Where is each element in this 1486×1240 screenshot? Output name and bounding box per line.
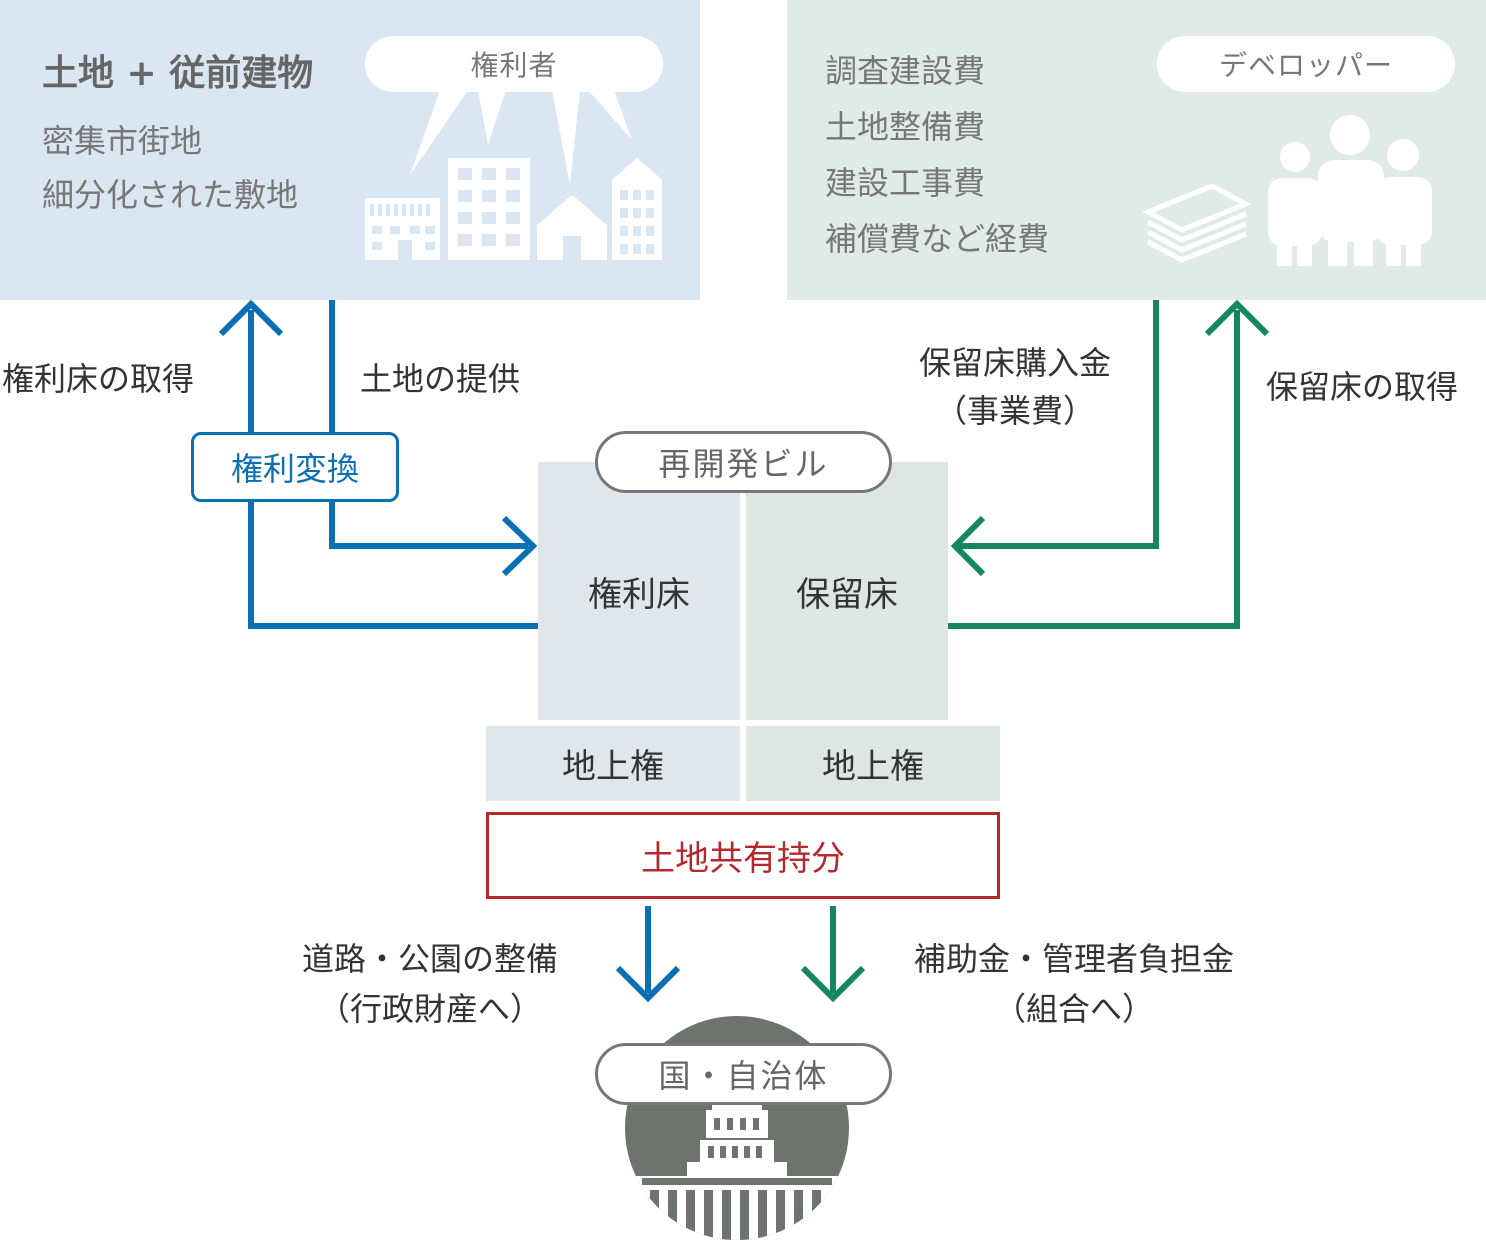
redevelopment-building-badge: 再開発ビル bbox=[595, 431, 892, 493]
surface-rights-right-block: 地上権 bbox=[746, 726, 1000, 801]
rights-holder-badge: 権利者 bbox=[365, 36, 663, 92]
subsidy-label: 補助金・管理者負担金 bbox=[913, 940, 1234, 978]
reserved-floor-payment-label: 保留床購入金 bbox=[918, 344, 1111, 382]
green-arrows bbox=[800, 299, 1270, 1003]
rights-holder-line-1: 密集市街地 bbox=[42, 122, 203, 160]
government-badge: 国・自治体 bbox=[595, 1043, 892, 1105]
money-icon bbox=[1142, 183, 1252, 263]
reserved-floor-acquisition-label: 保留床の取得 bbox=[1266, 368, 1459, 406]
roads-parks-note: （行政財産へ） bbox=[317, 990, 542, 1028]
speech-tails-left bbox=[410, 90, 632, 185]
developer-badge: デベロッパー bbox=[1157, 36, 1455, 92]
rights-holder-line-2: 細分化された敷地 bbox=[42, 176, 299, 214]
developer-cost-3: 建設工事費 bbox=[825, 164, 986, 202]
rights-conversion-box: 権利変換 bbox=[191, 432, 399, 502]
rights-floor-acquisition-label: 権利床の取得 bbox=[2, 360, 195, 398]
developer-panel: 調査建設費 土地整備費 建設工事費 補償費など経費 デベロッパー bbox=[787, 0, 1486, 300]
developer-cost-4: 補償費など経費 bbox=[825, 220, 1050, 258]
rights-floor-block: 権利床 bbox=[538, 462, 740, 720]
reserved-floor-label: 保留床 bbox=[796, 574, 898, 615]
surface-rights-right-label: 地上権 bbox=[822, 747, 924, 787]
land-co-ownership-box: 土地共有持分 bbox=[486, 812, 1000, 899]
reserved-floor-payment-note: （事業費） bbox=[934, 392, 1095, 430]
developer-cost-1: 調査建設費 bbox=[825, 52, 986, 90]
surface-rights-left-block: 地上権 bbox=[486, 726, 740, 801]
land-provision-label: 土地の提供 bbox=[360, 360, 521, 398]
people-icon bbox=[1268, 115, 1432, 266]
developer-cost-2: 土地整備費 bbox=[825, 108, 986, 146]
surface-rights-left-label: 地上権 bbox=[562, 747, 664, 787]
reserved-floor-block: 保留床 bbox=[746, 462, 948, 720]
blue-arrows bbox=[218, 299, 681, 1003]
subsidy-note: （組合へ） bbox=[993, 990, 1154, 1028]
buildings-icon bbox=[365, 158, 662, 260]
rights-holder-title: 土地 + 従前建物 bbox=[42, 53, 314, 94]
roads-parks-label: 道路・公園の整備 bbox=[301, 940, 558, 978]
rights-floor-label: 権利床 bbox=[588, 574, 690, 615]
rights-holder-panel: 土地 + 従前建物 密集市街地 細分化された敷地 権利者 bbox=[0, 0, 700, 300]
